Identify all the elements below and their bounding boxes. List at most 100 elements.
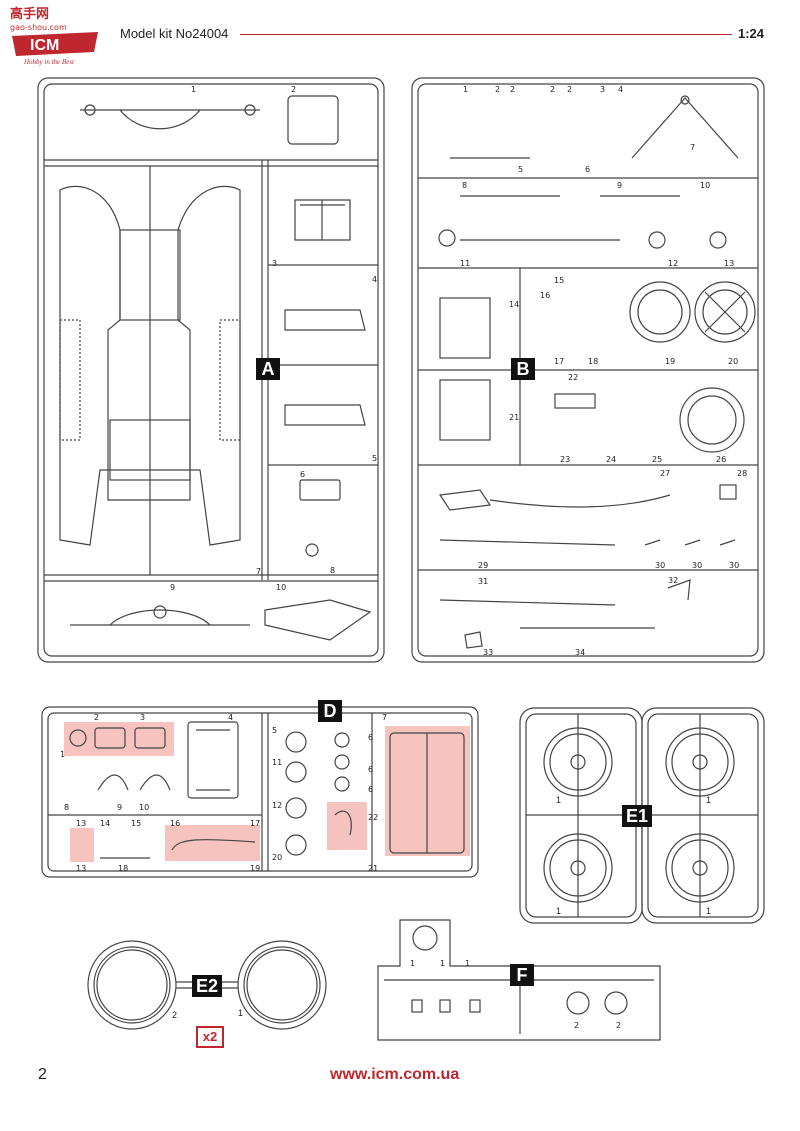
svg-text:21: 21 — [509, 413, 519, 422]
svg-text:8: 8 — [462, 181, 467, 190]
svg-text:9: 9 — [617, 181, 622, 190]
sprue-b-frame — [411, 77, 765, 663]
svg-text:16: 16 — [170, 819, 180, 828]
svg-text:5: 5 — [518, 165, 523, 174]
svg-text:4: 4 — [372, 275, 377, 284]
svg-text:15: 15 — [554, 276, 564, 285]
sprue-e2-label: E2 — [192, 975, 222, 997]
svg-text:高手网: 高手网 — [10, 6, 49, 22]
svg-text:28: 28 — [737, 469, 747, 478]
svg-text:11: 11 — [460, 259, 470, 268]
website-link[interactable]: www.icm.com.ua — [330, 1066, 460, 1083]
svg-text:9: 9 — [170, 583, 175, 592]
e1-label: 1 — [556, 906, 562, 916]
svg-text:14: 14 — [100, 819, 110, 828]
svg-text:30: 30 — [692, 561, 702, 570]
svg-text:32: 32 — [668, 576, 678, 585]
sprue-a-frame — [37, 77, 385, 663]
svg-text:24: 24 — [606, 455, 616, 464]
svg-text:19: 19 — [665, 357, 675, 366]
front-axle — [80, 104, 260, 130]
svg-text:23: 23 — [560, 455, 570, 464]
quantity-badge: x2 — [196, 1026, 224, 1048]
kit-title: Model kit No24004 — [120, 26, 229, 41]
e1-label: 1 — [706, 906, 712, 916]
e2-label: 1 — [238, 1008, 244, 1018]
svg-text:6: 6 — [585, 165, 590, 174]
svg-text:13: 13 — [76, 864, 86, 873]
svg-text:18: 18 — [118, 864, 128, 873]
sprue-b-label: B — [511, 358, 535, 380]
sprue-d-frame — [41, 706, 479, 878]
svg-text:25: 25 — [652, 455, 662, 464]
svg-text:21: 21 — [368, 864, 378, 873]
svg-text:19: 19 — [250, 864, 260, 873]
svg-text:ICM: ICM — [30, 37, 59, 54]
svg-text:2: 2 — [550, 85, 555, 94]
svg-text:1: 1 — [463, 85, 468, 94]
svg-text:30: 30 — [655, 561, 665, 570]
svg-text:18: 18 — [588, 357, 598, 366]
svg-text:1: 1 — [60, 750, 65, 759]
chassis-frame — [59, 166, 241, 575]
svg-text:22: 22 — [568, 373, 578, 382]
icm-logo: 高手网 gao-shou.com ICM Hobby in the Best — [8, 6, 103, 66]
svg-text:20: 20 — [272, 853, 282, 862]
svg-text:20: 20 — [728, 357, 738, 366]
svg-text:33: 33 — [483, 648, 493, 657]
svg-text:1: 1 — [191, 85, 196, 94]
svg-text:1: 1 — [410, 959, 415, 968]
svg-text:29: 29 — [478, 561, 488, 570]
svg-text:10: 10 — [700, 181, 710, 190]
svg-text:3: 3 — [272, 259, 277, 268]
svg-text:2: 2 — [495, 85, 500, 94]
svg-text:6: 6 — [368, 785, 373, 794]
svg-text:2: 2 — [616, 1021, 621, 1030]
svg-text:31: 31 — [478, 577, 488, 586]
svg-text:10: 10 — [276, 583, 286, 592]
e1-label: 1 — [556, 795, 562, 805]
svg-text:1: 1 — [465, 959, 470, 968]
header-rule — [240, 34, 732, 35]
svg-text:12: 12 — [668, 259, 678, 268]
sprue-a-label: A — [256, 358, 280, 380]
svg-text:17: 17 — [554, 357, 564, 366]
svg-text:12: 12 — [272, 801, 282, 810]
e2-label: 2 — [172, 1010, 178, 1020]
sprue-f-label: F — [510, 964, 534, 986]
svg-text:10: 10 — [139, 803, 149, 812]
svg-text:5: 5 — [272, 726, 277, 735]
svg-text:14: 14 — [509, 300, 519, 309]
svg-text:13: 13 — [724, 259, 734, 268]
svg-text:34: 34 — [575, 648, 585, 657]
svg-text:6: 6 — [368, 765, 373, 774]
sprue-e1-label: E1 — [622, 805, 652, 827]
svg-text:22: 22 — [368, 813, 378, 822]
svg-text:11: 11 — [272, 758, 282, 767]
sprue-d-label: D — [318, 700, 342, 722]
svg-text:4: 4 — [228, 713, 233, 722]
svg-text:5: 5 — [372, 454, 377, 463]
scale-label: 1:24 — [738, 26, 765, 41]
svg-text:6: 6 — [368, 733, 373, 742]
page-number: 2 — [38, 1066, 47, 1083]
svg-text:1: 1 — [440, 959, 445, 968]
svg-text:Hobby in the Best: Hobby in the Best — [23, 58, 75, 66]
svg-text:2: 2 — [574, 1021, 579, 1030]
tyres — [87, 940, 327, 1030]
wheel-rims — [543, 727, 735, 903]
svg-text:15: 15 — [131, 819, 141, 828]
svg-text:2: 2 — [510, 85, 515, 94]
svg-text:8: 8 — [64, 803, 69, 812]
svg-text:16: 16 — [540, 291, 550, 300]
svg-text:9: 9 — [117, 803, 122, 812]
svg-text:13: 13 — [76, 819, 86, 828]
svg-text:7: 7 — [382, 713, 387, 722]
svg-text:2: 2 — [567, 85, 572, 94]
svg-text:8: 8 — [330, 566, 335, 575]
svg-text:6: 6 — [300, 470, 305, 479]
svg-text:2: 2 — [94, 713, 99, 722]
svg-text:30: 30 — [729, 561, 739, 570]
svg-text:26: 26 — [716, 455, 726, 464]
